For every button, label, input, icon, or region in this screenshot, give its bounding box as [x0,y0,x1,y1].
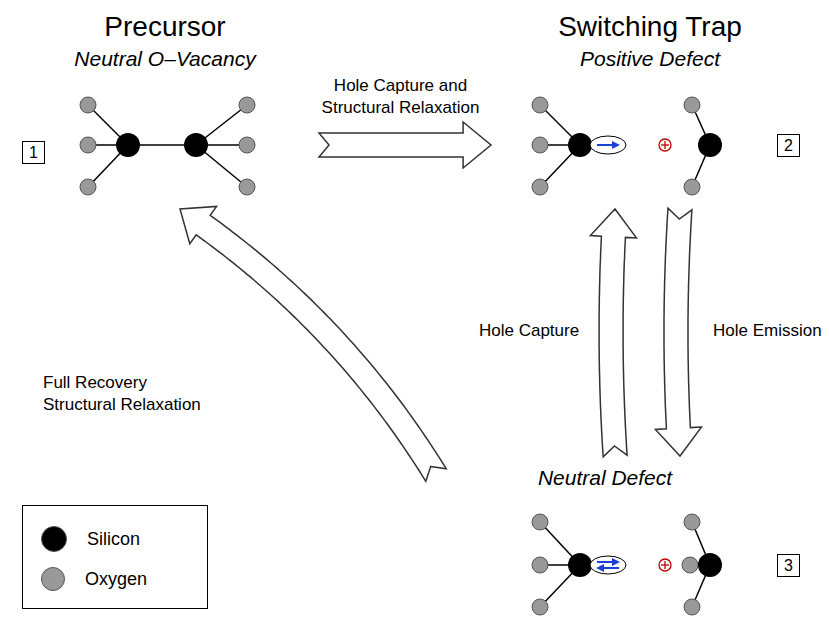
transition-arrow [319,122,491,168]
state-title: Precursor [35,11,295,43]
callout-number: 3 [784,557,793,575]
edge-label: Hole Emission [710,320,828,342]
state-group: PrecursorNeutral O–Vacancy 1 [15,5,315,205]
callout-number: 1 [29,144,38,162]
callout-number: 2 [784,137,793,155]
transition-arrow [590,209,636,457]
transition-arrow [180,206,446,481]
legend-text: Oxygen [85,569,147,590]
state-number-box: 1 [22,141,45,164]
transition-arrow [655,208,701,456]
state-title: Neutral Defect [495,466,715,490]
state-number-box: 2 [777,134,800,157]
edge-label: Hole Capture and Structural Relaxation [310,75,491,119]
legend-swatch [41,526,67,552]
state-number-box: 3 [777,554,800,577]
state-subtitle: Positive Defect [505,47,795,71]
state-group: Neutral Defect 3 [440,460,815,610]
edge-label: Full Recovery Structural Relaxation [40,372,216,416]
legend-box: SiliconOxygen [22,505,208,609]
legend-item: Oxygen [41,566,147,592]
edge-label: Hole Capture [476,320,586,342]
state-subtitle: Neutral O–Vacancy [35,47,295,71]
legend-swatch [41,567,65,591]
state-title: Switching Trap [505,11,795,43]
legend-item: Silicon [41,526,140,552]
legend-text: Silicon [87,529,140,550]
state-group: Switching TrapPositive Defect 2 [495,5,815,205]
